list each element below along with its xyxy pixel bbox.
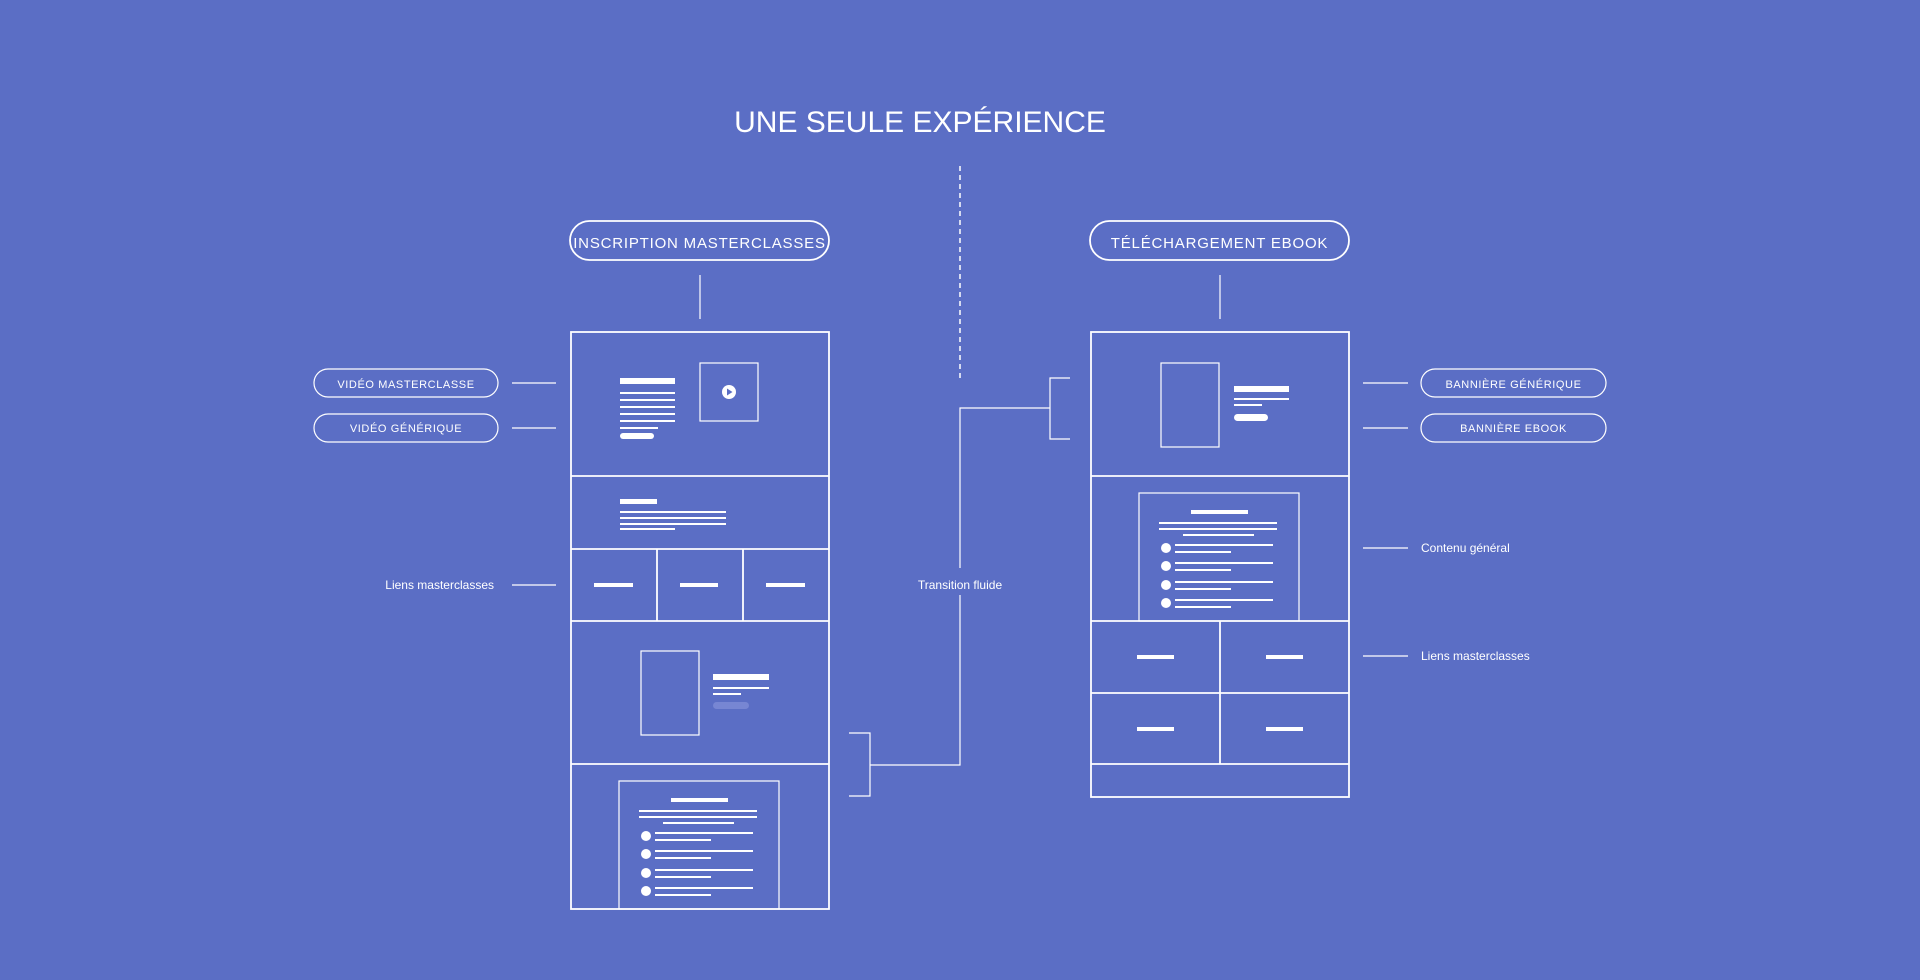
transition-label: Transition fluide <box>918 578 1003 592</box>
page-title: UNE SEULE EXPÉRIENCE <box>734 106 1106 139</box>
video-masterclasse-pill <box>313 368 499 398</box>
video-generique-pill <box>313 413 499 443</box>
banniere-ebook-label: BANNIÈRE EBOOK <box>1460 422 1567 435</box>
left-links-section <box>594 583 805 587</box>
video-thumbnail <box>699 362 759 422</box>
left-ebook-section <box>640 650 769 736</box>
video-masterclasse-label: VIDÉO MASTERCLASSE <box>337 378 474 391</box>
right-page-wireframe <box>1090 331 1350 798</box>
video-generique-label: VIDÉO GÉNÉRIQUE <box>350 422 462 435</box>
right-heading-label: TÉLÉCHARGEMENT EBOOK <box>1111 235 1328 252</box>
left-hero-section <box>620 362 759 439</box>
banniere-generique-pill <box>1420 368 1607 398</box>
left-text-section <box>620 499 726 530</box>
right-banner-section <box>1160 362 1289 448</box>
left-liens-label: Liens masterclasses <box>385 578 494 592</box>
transition-connector: Transition fluide <box>849 377 1070 797</box>
left-heading-label: INSCRIPTION MASTERCLASSES <box>573 235 826 252</box>
left-heading-pill <box>569 220 830 261</box>
left-flow: INSCRIPTION MASTERCLASSES <box>313 220 830 910</box>
banniere-ebook-pill <box>1420 413 1607 443</box>
right-flow: TÉLÉCHARGEMENT EBOOK <box>1089 220 1607 798</box>
right-heading-pill <box>1089 220 1350 261</box>
right-liens-label: Liens masterclasses <box>1421 649 1530 663</box>
right-links-section <box>1137 655 1303 731</box>
left-content-section <box>618 780 780 910</box>
right-content-section <box>1138 492 1300 622</box>
contenu-general-label: Contenu général <box>1421 541 1510 555</box>
banniere-generique-label: BANNIÈRE GÉNÉRIQUE <box>1445 378 1581 391</box>
